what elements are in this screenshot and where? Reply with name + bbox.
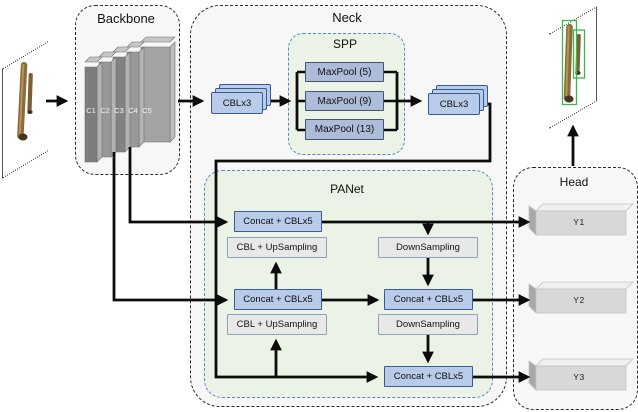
panet-title: PANet (330, 182, 364, 196)
backbone-layer-c1: C1 (86, 106, 96, 115)
backbone-layer-c2: C2 (100, 106, 110, 115)
concat-cbl-bottom-box: Concat + CBLx5 (384, 366, 473, 387)
maxpool-9-box: MaxPool (9) (305, 91, 384, 111)
backbone-panel (75, 5, 180, 175)
backbone-layer-c4: C4 (128, 106, 138, 115)
downsampling-top-box: DownSampling (378, 237, 478, 258)
downsampling-bottom-box: DownSampling (378, 314, 478, 335)
cbl-block-in: CBLx3 (211, 84, 271, 122)
output-image-plane (549, 6, 597, 129)
head-title: Head (559, 175, 589, 189)
backbone-layer-c5: C5 (142, 106, 152, 115)
cbl-upsampling-bottom-box: CBL + UpSampling (227, 314, 327, 335)
cbl-in-label: CBLx3 (211, 92, 263, 114)
input-image-plane (2, 41, 48, 179)
concat-cbl-mid-right-box: Concat + CBLx5 (384, 289, 473, 310)
head-output-y3: Y3 (573, 372, 585, 382)
neck-title: Neck (332, 10, 362, 25)
panet-panel (204, 170, 493, 398)
concat-cbl-top-box: Concat + CBLx5 (234, 211, 322, 232)
concat-cbl-mid-left-box: Concat + CBLx5 (234, 289, 322, 310)
backbone-layer-c3: C3 (114, 106, 124, 115)
cbl-out-label: CBLx3 (428, 93, 480, 115)
cbl-block-out: CBLx3 (428, 85, 488, 123)
cbl-upsampling-top-box: CBL + UpSampling (227, 237, 327, 258)
spp-title: SPP (332, 37, 358, 51)
head-output-y2: Y2 (573, 295, 585, 305)
backbone-title: Backbone (97, 11, 155, 26)
head-output-y1: Y1 (573, 217, 585, 227)
maxpool-5-box: MaxPool (5) (305, 62, 384, 82)
maxpool-13-box: MaxPool (13) (305, 119, 384, 140)
